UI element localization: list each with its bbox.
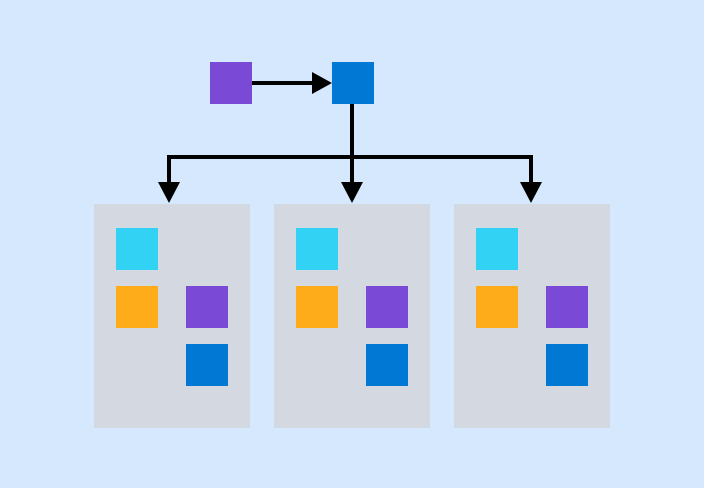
panel-2-tile-blue xyxy=(366,344,408,386)
connectors-layer xyxy=(158,72,542,203)
hub-node xyxy=(332,62,374,104)
panel-3-tile-purple xyxy=(546,286,588,328)
panel-1-tile-cyan xyxy=(116,228,158,270)
arrowhead-panel-3 xyxy=(520,182,542,203)
panel-1-tile-blue xyxy=(186,344,228,386)
arrowhead-panel-1 xyxy=(158,182,180,203)
panel-3-tile-blue xyxy=(546,344,588,386)
panel-3-tile-orange xyxy=(476,286,518,328)
panel-1-tile-orange xyxy=(116,286,158,328)
panel-1-tile-purple xyxy=(186,286,228,328)
panel-3-tile-cyan xyxy=(476,228,518,270)
source-node xyxy=(210,62,252,104)
panels-layer xyxy=(94,204,610,428)
panel-2-tile-cyan xyxy=(296,228,338,270)
panel-2-tile-purple xyxy=(366,286,408,328)
arrowhead-panel-2 xyxy=(341,182,363,203)
panel-2-tile-orange xyxy=(296,286,338,328)
nodes-layer xyxy=(210,62,374,104)
arrowhead-hub xyxy=(312,72,332,94)
